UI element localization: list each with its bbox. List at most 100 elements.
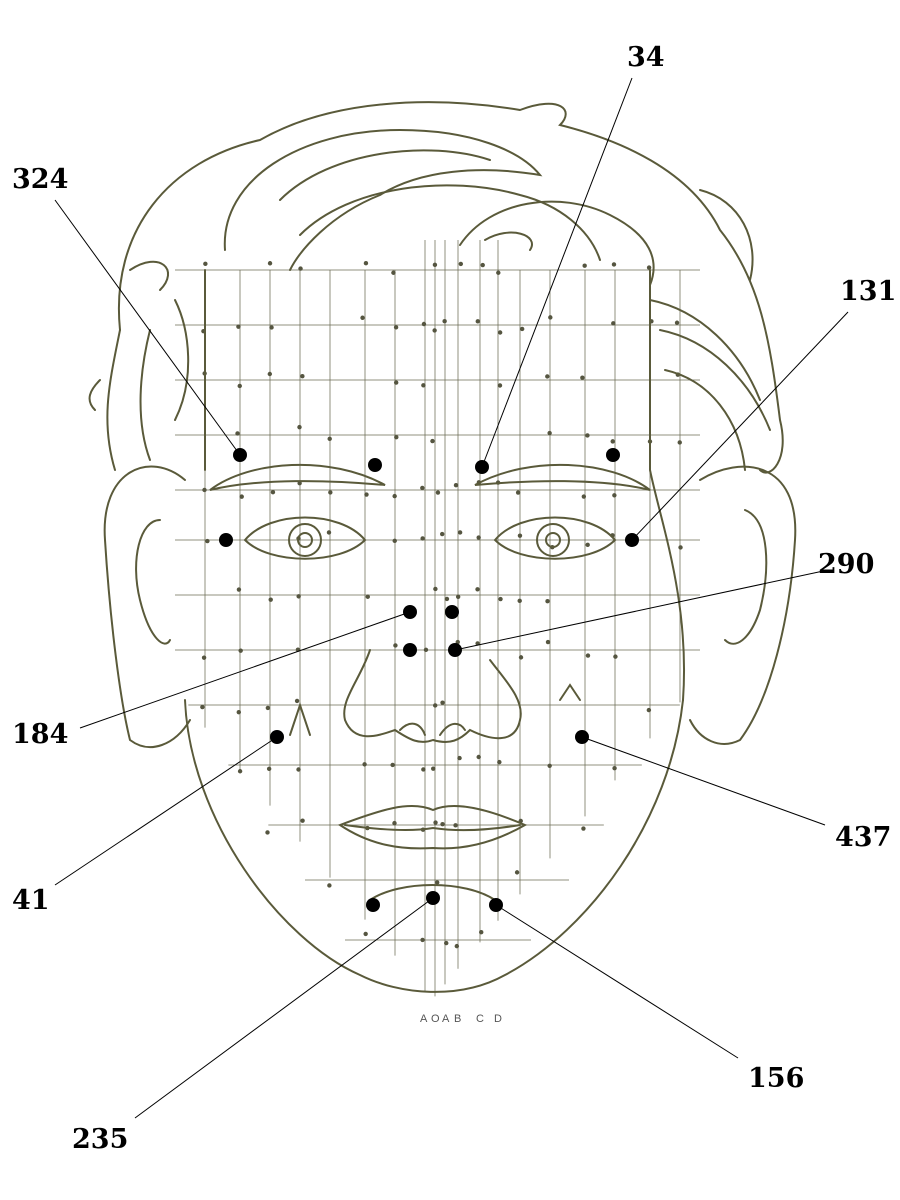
point-brow-inner-left[interactable] xyxy=(368,458,382,472)
point-156[interactable] xyxy=(489,898,503,912)
minor-point xyxy=(475,319,480,324)
minor-point xyxy=(547,430,552,436)
minor-point xyxy=(455,639,460,645)
leader-131 xyxy=(631,311,849,541)
point-41[interactable] xyxy=(270,730,284,744)
minor-point xyxy=(545,639,551,645)
minor-point xyxy=(612,766,617,771)
label-34: 34 xyxy=(627,42,665,73)
leader-324 xyxy=(54,199,241,456)
minor-point xyxy=(433,586,438,592)
minor-point xyxy=(390,762,395,768)
minor-point xyxy=(610,439,615,444)
minor-point xyxy=(453,483,459,488)
point-324[interactable] xyxy=(233,448,247,462)
minor-point xyxy=(457,530,463,535)
minor-point xyxy=(300,818,305,823)
minor-point xyxy=(442,319,447,324)
minor-point xyxy=(678,545,683,550)
minor-point xyxy=(518,655,524,660)
minor-point xyxy=(453,823,458,828)
minor-point xyxy=(421,383,426,388)
minor-point xyxy=(480,262,485,268)
minor-point xyxy=(298,266,303,271)
point-chin-left[interactable] xyxy=(366,898,380,912)
column-label-d: D xyxy=(494,1013,502,1025)
minor-point xyxy=(433,820,438,825)
minor-point xyxy=(439,531,445,537)
column-label-o: O xyxy=(431,1013,440,1025)
minor-point xyxy=(297,424,302,430)
minor-point xyxy=(585,653,591,658)
minor-point xyxy=(431,766,436,771)
minor-point xyxy=(677,440,682,445)
minor-point xyxy=(268,597,273,602)
minor-point xyxy=(514,870,520,875)
point-184[interactable] xyxy=(403,605,417,619)
leader-34 xyxy=(481,77,633,468)
minor-point xyxy=(581,826,586,831)
minor-point xyxy=(435,880,440,885)
major-points xyxy=(219,448,639,912)
leader-290 xyxy=(454,569,829,651)
minor-point xyxy=(391,270,396,275)
label-290: 290 xyxy=(818,549,874,580)
minor-point xyxy=(421,767,426,772)
face-grid xyxy=(175,240,700,997)
minor-point xyxy=(519,326,525,332)
minor-point xyxy=(360,315,365,320)
minor-point xyxy=(476,754,481,760)
minor-point xyxy=(270,489,276,495)
minor-point xyxy=(613,654,618,659)
minor-point xyxy=(203,261,208,267)
minor-point xyxy=(266,766,272,772)
column-labels: A O A B C D xyxy=(420,1013,502,1025)
minor-point xyxy=(327,436,332,442)
minor-point xyxy=(611,321,616,326)
minor-point xyxy=(238,648,243,653)
point-235[interactable] xyxy=(426,891,440,905)
minor-point xyxy=(300,374,305,379)
column-label-a2: A xyxy=(442,1013,450,1025)
minor-point xyxy=(612,493,617,498)
minor-point xyxy=(294,698,300,704)
point-nose-upper-right[interactable] xyxy=(445,605,459,619)
minor-point xyxy=(455,594,461,599)
point-131[interactable] xyxy=(625,533,639,547)
point-34[interactable] xyxy=(475,460,489,474)
minor-point xyxy=(421,321,427,327)
minor-point xyxy=(440,700,445,705)
minor-point xyxy=(200,704,205,710)
column-label-a1: A xyxy=(420,1013,428,1025)
minor-point xyxy=(440,821,445,827)
column-label-b: B xyxy=(454,1013,461,1025)
minor-point xyxy=(265,705,271,711)
minor-point xyxy=(420,937,425,943)
label-131: 131 xyxy=(840,276,896,307)
minor-point xyxy=(205,538,210,544)
point-437[interactable] xyxy=(575,730,589,744)
minor-point xyxy=(363,261,369,266)
minor-point xyxy=(517,598,522,604)
point-290[interactable] xyxy=(448,643,462,657)
minor-point xyxy=(393,643,398,648)
minor-point xyxy=(202,487,207,493)
minor-point xyxy=(545,599,550,604)
minor-point xyxy=(515,490,521,495)
minor-point xyxy=(420,485,425,491)
minor-point xyxy=(547,763,552,768)
minor-point xyxy=(296,767,301,772)
minor-point xyxy=(458,261,464,267)
point-brow-outer-right[interactable] xyxy=(606,448,620,462)
label-156: 156 xyxy=(748,1063,804,1094)
point-nose-lower-left[interactable] xyxy=(403,643,417,657)
minor-point xyxy=(545,374,550,379)
minor-point xyxy=(432,703,438,708)
minor-point xyxy=(646,707,652,713)
minor-points xyxy=(200,261,683,949)
minor-point xyxy=(432,328,437,333)
point-eye-outer-left[interactable] xyxy=(219,533,233,547)
minor-point xyxy=(392,538,397,544)
minor-point xyxy=(517,533,523,538)
